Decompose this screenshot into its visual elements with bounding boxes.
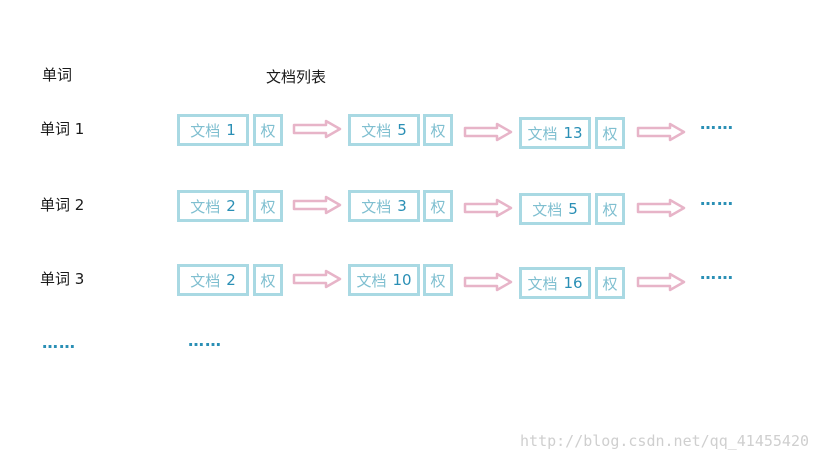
row-more-ellipsis: …… bbox=[700, 114, 734, 133]
weight-box: 权 bbox=[423, 114, 453, 146]
weight-box: 权 bbox=[253, 190, 283, 222]
word-label: 单词 3 bbox=[40, 270, 85, 288]
doc-label: 文档 bbox=[356, 271, 387, 290]
right-arrow-icon bbox=[636, 272, 686, 292]
doc-id: 10 bbox=[392, 271, 412, 289]
doc-box: 文档 16 bbox=[519, 267, 591, 299]
weight-box: 权 bbox=[595, 193, 625, 225]
doc-box: 文档 5 bbox=[348, 114, 420, 146]
right-arrow-icon bbox=[636, 198, 686, 218]
watermark: http://blog.csdn.net/qq_41455420 bbox=[520, 432, 809, 450]
doc-box: 文档 2 bbox=[177, 190, 249, 222]
doc-id: 16 bbox=[563, 274, 583, 292]
word-label: 单词 1 bbox=[40, 120, 85, 138]
doc-label: 文档 bbox=[361, 121, 392, 140]
doc-id: 1 bbox=[226, 121, 236, 139]
doc-box: 文档 2 bbox=[177, 264, 249, 296]
more-words-ellipsis: …… bbox=[42, 333, 76, 352]
doc-label: 文档 bbox=[527, 124, 558, 143]
doc-box: 文档 13 bbox=[519, 117, 591, 149]
doc-id: 5 bbox=[568, 200, 578, 218]
weight-box: 权 bbox=[423, 264, 453, 296]
row-more-ellipsis: …… bbox=[700, 190, 734, 209]
weight-box: 权 bbox=[595, 267, 625, 299]
doc-box: 文档 5 bbox=[519, 193, 591, 225]
word-column-header: 单词 bbox=[42, 66, 73, 84]
weight-box: 权 bbox=[595, 117, 625, 149]
right-arrow-icon bbox=[463, 272, 513, 292]
doc-box: 文档 1 bbox=[177, 114, 249, 146]
right-arrow-icon bbox=[463, 122, 513, 142]
right-arrow-icon bbox=[636, 122, 686, 142]
doc-id: 3 bbox=[397, 197, 407, 215]
word-label: 单词 2 bbox=[40, 196, 85, 214]
doc-label: 文档 bbox=[190, 121, 221, 140]
doc-list-column-header: 文档列表 bbox=[266, 68, 327, 86]
doc-label: 文档 bbox=[532, 200, 563, 219]
weight-box: 权 bbox=[253, 114, 283, 146]
doc-box: 文档 3 bbox=[348, 190, 420, 222]
doc-label: 文档 bbox=[361, 197, 392, 216]
row-more-ellipsis: …… bbox=[700, 264, 734, 283]
weight-box: 权 bbox=[253, 264, 283, 296]
more-docs-ellipsis: …… bbox=[188, 331, 222, 350]
doc-label: 文档 bbox=[190, 197, 221, 216]
weight-box: 权 bbox=[423, 190, 453, 222]
doc-label: 文档 bbox=[190, 271, 221, 290]
doc-id: 13 bbox=[563, 124, 583, 142]
right-arrow-icon bbox=[463, 198, 513, 218]
right-arrow-icon bbox=[292, 269, 342, 289]
right-arrow-icon bbox=[292, 195, 342, 215]
doc-id: 5 bbox=[397, 121, 407, 139]
doc-label: 文档 bbox=[527, 274, 558, 293]
doc-id: 2 bbox=[226, 271, 236, 289]
doc-box: 文档 10 bbox=[348, 264, 420, 296]
doc-id: 2 bbox=[226, 197, 236, 215]
right-arrow-icon bbox=[292, 119, 342, 139]
